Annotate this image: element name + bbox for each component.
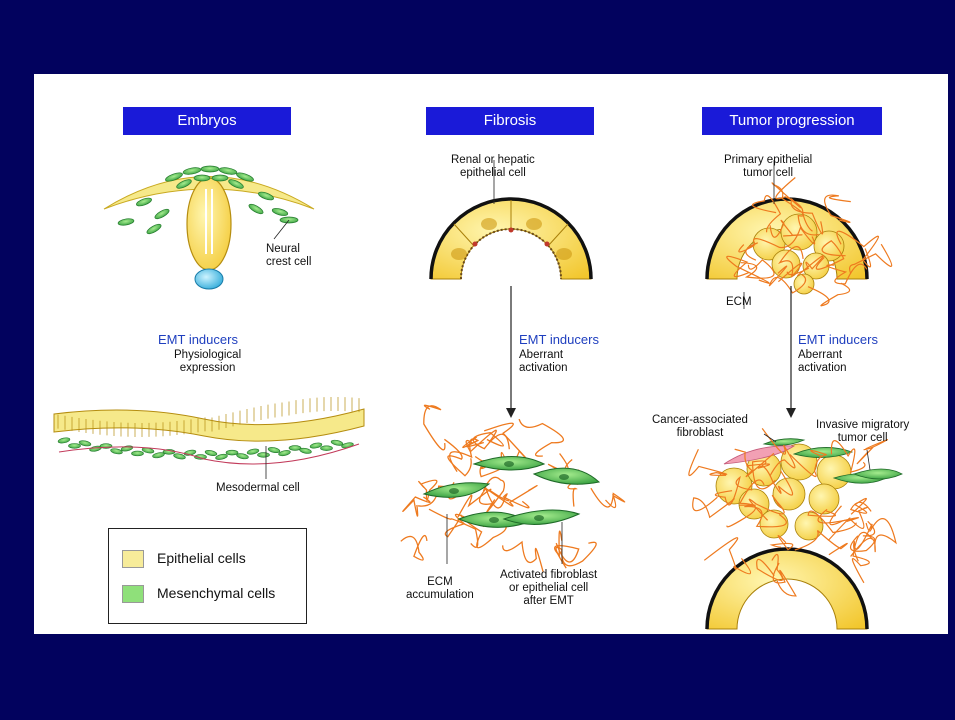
legend-swatch-mesenchymal bbox=[122, 585, 144, 603]
emt-inducers-fibrosis: EMT inducers bbox=[519, 332, 599, 347]
neural-tube-diagram bbox=[104, 166, 314, 289]
legend-swatch-epithelial bbox=[122, 550, 144, 568]
primary-tumor-cell-label: Primary epithelial tumor cell bbox=[724, 154, 812, 180]
tumor-invasion-diagram bbox=[689, 428, 902, 629]
mesoderm-sheet-diagram bbox=[54, 397, 364, 479]
physiological-expression-label: Physiological expression bbox=[174, 349, 241, 375]
mesodermal-cell-label: Mesodermal cell bbox=[216, 482, 300, 495]
aberrant-activation-fibrosis: Aberrant activation bbox=[519, 349, 568, 375]
cancer-associated-fibroblast-label: Cancer-associated fibroblast bbox=[652, 414, 748, 440]
legend: Epithelial cells Mesenchymal cells bbox=[108, 528, 307, 624]
legend-label-mesenchymal: Mesenchymal cells bbox=[157, 585, 275, 601]
ecm-accumulation-label: ECM accumulation bbox=[406, 576, 474, 602]
neural-crest-label: Neural crest cell bbox=[266, 243, 311, 269]
legend-label-epithelial: Epithelial cells bbox=[157, 550, 246, 566]
fibrosis-epithelium-diagram bbox=[431, 160, 591, 418]
activated-fibroblast-label: Activated fibroblast or epithelial cell … bbox=[500, 569, 597, 608]
tumor-ecm-label: ECM bbox=[726, 296, 752, 309]
fibrosis-ecm-diagram bbox=[401, 405, 625, 571]
invasive-migratory-cell-label: Invasive migratory tumor cell bbox=[816, 419, 909, 445]
emt-inducers-embryos: EMT inducers bbox=[158, 332, 238, 347]
figure-panel: Embryos Fibrosis Tumor progression bbox=[34, 74, 948, 634]
neural-crest-text: Neural crest cell bbox=[266, 243, 311, 268]
tumor-primary-diagram bbox=[707, 160, 892, 418]
renal-hepatic-cell-label: Renal or hepatic epithelial cell bbox=[451, 154, 535, 180]
aberrant-activation-tumor: Aberrant activation bbox=[798, 349, 847, 375]
emt-inducers-tumor: EMT inducers bbox=[798, 332, 878, 347]
